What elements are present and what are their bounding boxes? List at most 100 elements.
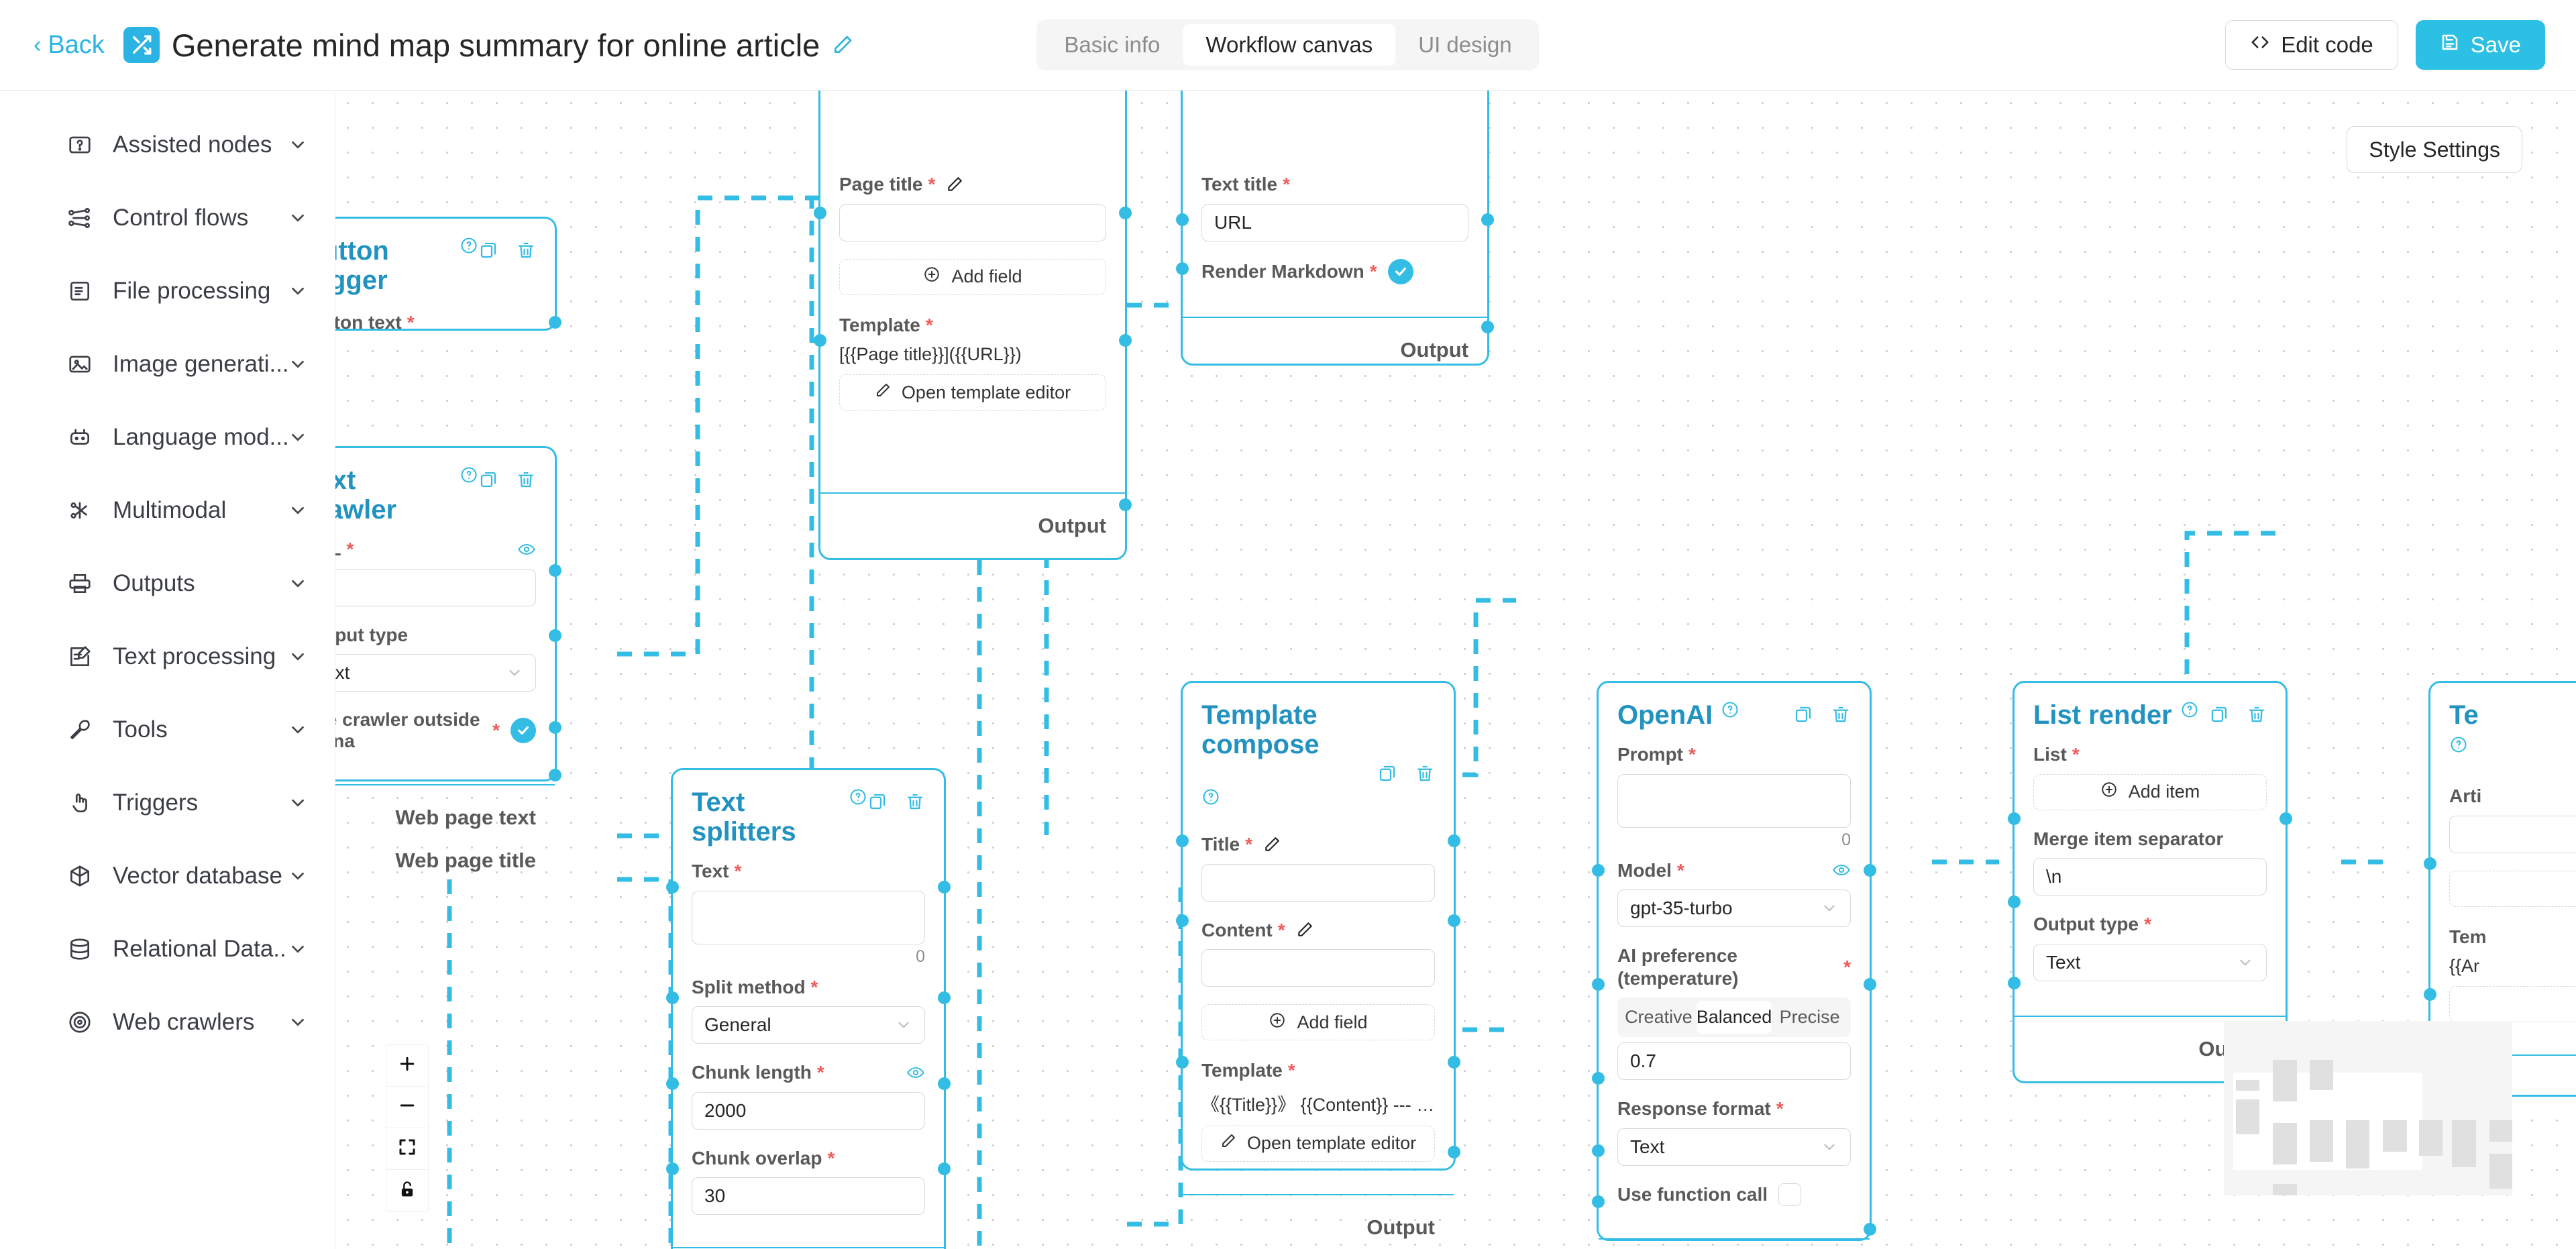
zoom-out-button[interactable] [386,1087,428,1128]
eye-icon[interactable] [517,540,536,559]
page-title-input[interactable] [839,203,1106,241]
back-button[interactable]: ‹ Back [34,31,105,60]
node-text-output-top[interactable]: Text title * URL Render Markdown * Outpu… [1176,91,1494,366]
copy-icon[interactable] [478,470,498,490]
node-template-compose[interactable]: Template compose [1176,681,1460,1239]
eye-icon[interactable] [906,1063,925,1082]
question-circle-icon[interactable] [2449,735,2576,754]
text-title-input[interactable]: URL [1201,203,1468,241]
tab-ui-design[interactable]: UI design [1418,32,1512,57]
input-port[interactable] [666,991,679,1004]
sidebar-item-text-processing[interactable]: Text processing [0,620,335,693]
sidebar-item-relational-database[interactable]: Relational Data... [0,912,335,985]
zoom-in-button[interactable] [386,1045,428,1087]
copy-icon[interactable] [2209,704,2229,724]
input-port[interactable] [1176,262,1189,275]
add-item-button[interactable]: Add item [2033,773,2267,810]
pencil-icon[interactable] [1263,836,1281,853]
input-port[interactable] [2008,812,2021,825]
question-circle-icon[interactable] [849,788,867,806]
trash-icon[interactable] [1415,763,1435,783]
url-input[interactable] [335,568,536,606]
sidebar-item-vector-database[interactable]: Vector database [0,839,335,912]
node-list-render[interactable]: List render [2008,681,2292,1083]
article-input[interactable] [2449,815,2576,853]
input-port[interactable] [1592,978,1605,991]
node-openai[interactable]: OpenAI [1592,681,1876,1241]
output-port[interactable] [1119,498,1132,511]
trash-icon[interactable] [2247,704,2267,724]
output-port[interactable] [549,769,561,781]
chunk-overlap-input[interactable]: 30 [692,1177,925,1215]
question-circle-icon[interactable] [1201,788,1435,806]
output-port[interactable] [549,316,561,329]
pencil-icon[interactable] [946,176,963,193]
output-port[interactable] [1119,334,1132,347]
open-template-editor-button[interactable] [2449,986,2576,1023]
model-select[interactable]: gpt-35-turbo [1617,889,1851,928]
split-method-select[interactable]: General [692,1006,925,1044]
output-port[interactable] [938,1077,951,1090]
sidebar-item-image-generation[interactable]: Image generati... [0,327,335,400]
save-button[interactable]: Save [2415,20,2545,70]
input-port[interactable] [666,881,679,893]
lock-toggle-button[interactable] [386,1170,428,1211]
question-circle-icon[interactable] [2180,700,2199,719]
title-input[interactable] [1201,863,1435,902]
output-port[interactable] [1864,864,1876,877]
open-template-editor-button[interactable]: Open template editor [1201,1125,1435,1162]
node-text-crawler[interactable]: Text crawler [335,446,561,872]
output-port[interactable] [1448,834,1460,847]
output-port[interactable] [1481,321,1494,333]
segment-balanced[interactable]: Balanced [1696,1001,1772,1034]
text-input[interactable] [692,890,925,944]
tab-basic-info[interactable]: Basic info [1064,32,1161,57]
use-crawler-outside-china-checkbox[interactable] [511,718,536,744]
output-port[interactable] [1448,1056,1460,1069]
input-port[interactable] [2008,977,2021,989]
add-field-button[interactable] [2449,870,2576,907]
output-port[interactable] [938,881,951,893]
sidebar-item-outputs[interactable]: Outputs [0,547,335,620]
edit-code-button[interactable]: Edit code [2225,20,2398,70]
input-port[interactable] [814,207,826,219]
trash-icon[interactable] [516,470,536,490]
canvas-minimap[interactable] [2224,1021,2512,1195]
sidebar-item-control-flows[interactable]: Control flows [0,181,335,254]
input-port[interactable] [2008,895,2021,908]
output-port[interactable] [1864,978,1876,991]
node-text-splitters[interactable]: Text splitters [666,768,951,1249]
input-port[interactable] [814,334,826,347]
add-field-button[interactable]: Add field [839,258,1106,295]
output-port[interactable] [549,721,561,734]
sidebar-item-triggers[interactable]: Triggers [0,766,335,839]
eye-icon[interactable] [1832,861,1851,879]
output-port[interactable] [938,991,951,1004]
copy-icon[interactable] [478,240,498,260]
segment-creative[interactable]: Creative [1625,1007,1693,1028]
fit-view-button[interactable] [386,1128,428,1170]
sidebar-item-language-models[interactable]: Language mod... [0,400,335,474]
input-port[interactable] [1592,1144,1605,1157]
output-port[interactable] [2279,812,2292,825]
output-port[interactable] [1864,1223,1876,1236]
trash-icon[interactable] [516,240,536,260]
tab-workflow-canvas[interactable]: Workflow canvas [1183,24,1396,66]
output-port[interactable] [1448,914,1460,927]
input-port[interactable] [1176,1056,1189,1069]
input-port[interactable] [666,1077,679,1090]
pencil-icon[interactable] [1296,921,1313,938]
output-port[interactable] [1481,213,1494,226]
prompt-input[interactable] [1617,773,1851,828]
input-port[interactable] [2424,988,2436,1001]
output-port[interactable] [938,1162,951,1175]
response-format-select[interactable]: Text [1617,1128,1851,1166]
segment-precise[interactable]: Precise [1779,1007,1840,1028]
input-port[interactable] [1176,213,1189,226]
question-circle-icon[interactable] [460,236,478,255]
node-button-trigger[interactable]: Button trigger [335,217,561,333]
output-port[interactable] [549,629,561,642]
sidebar-item-tools[interactable]: Tools [0,693,335,766]
copy-icon[interactable] [1793,704,1813,724]
use-function-call-checkbox[interactable] [1778,1183,1802,1206]
